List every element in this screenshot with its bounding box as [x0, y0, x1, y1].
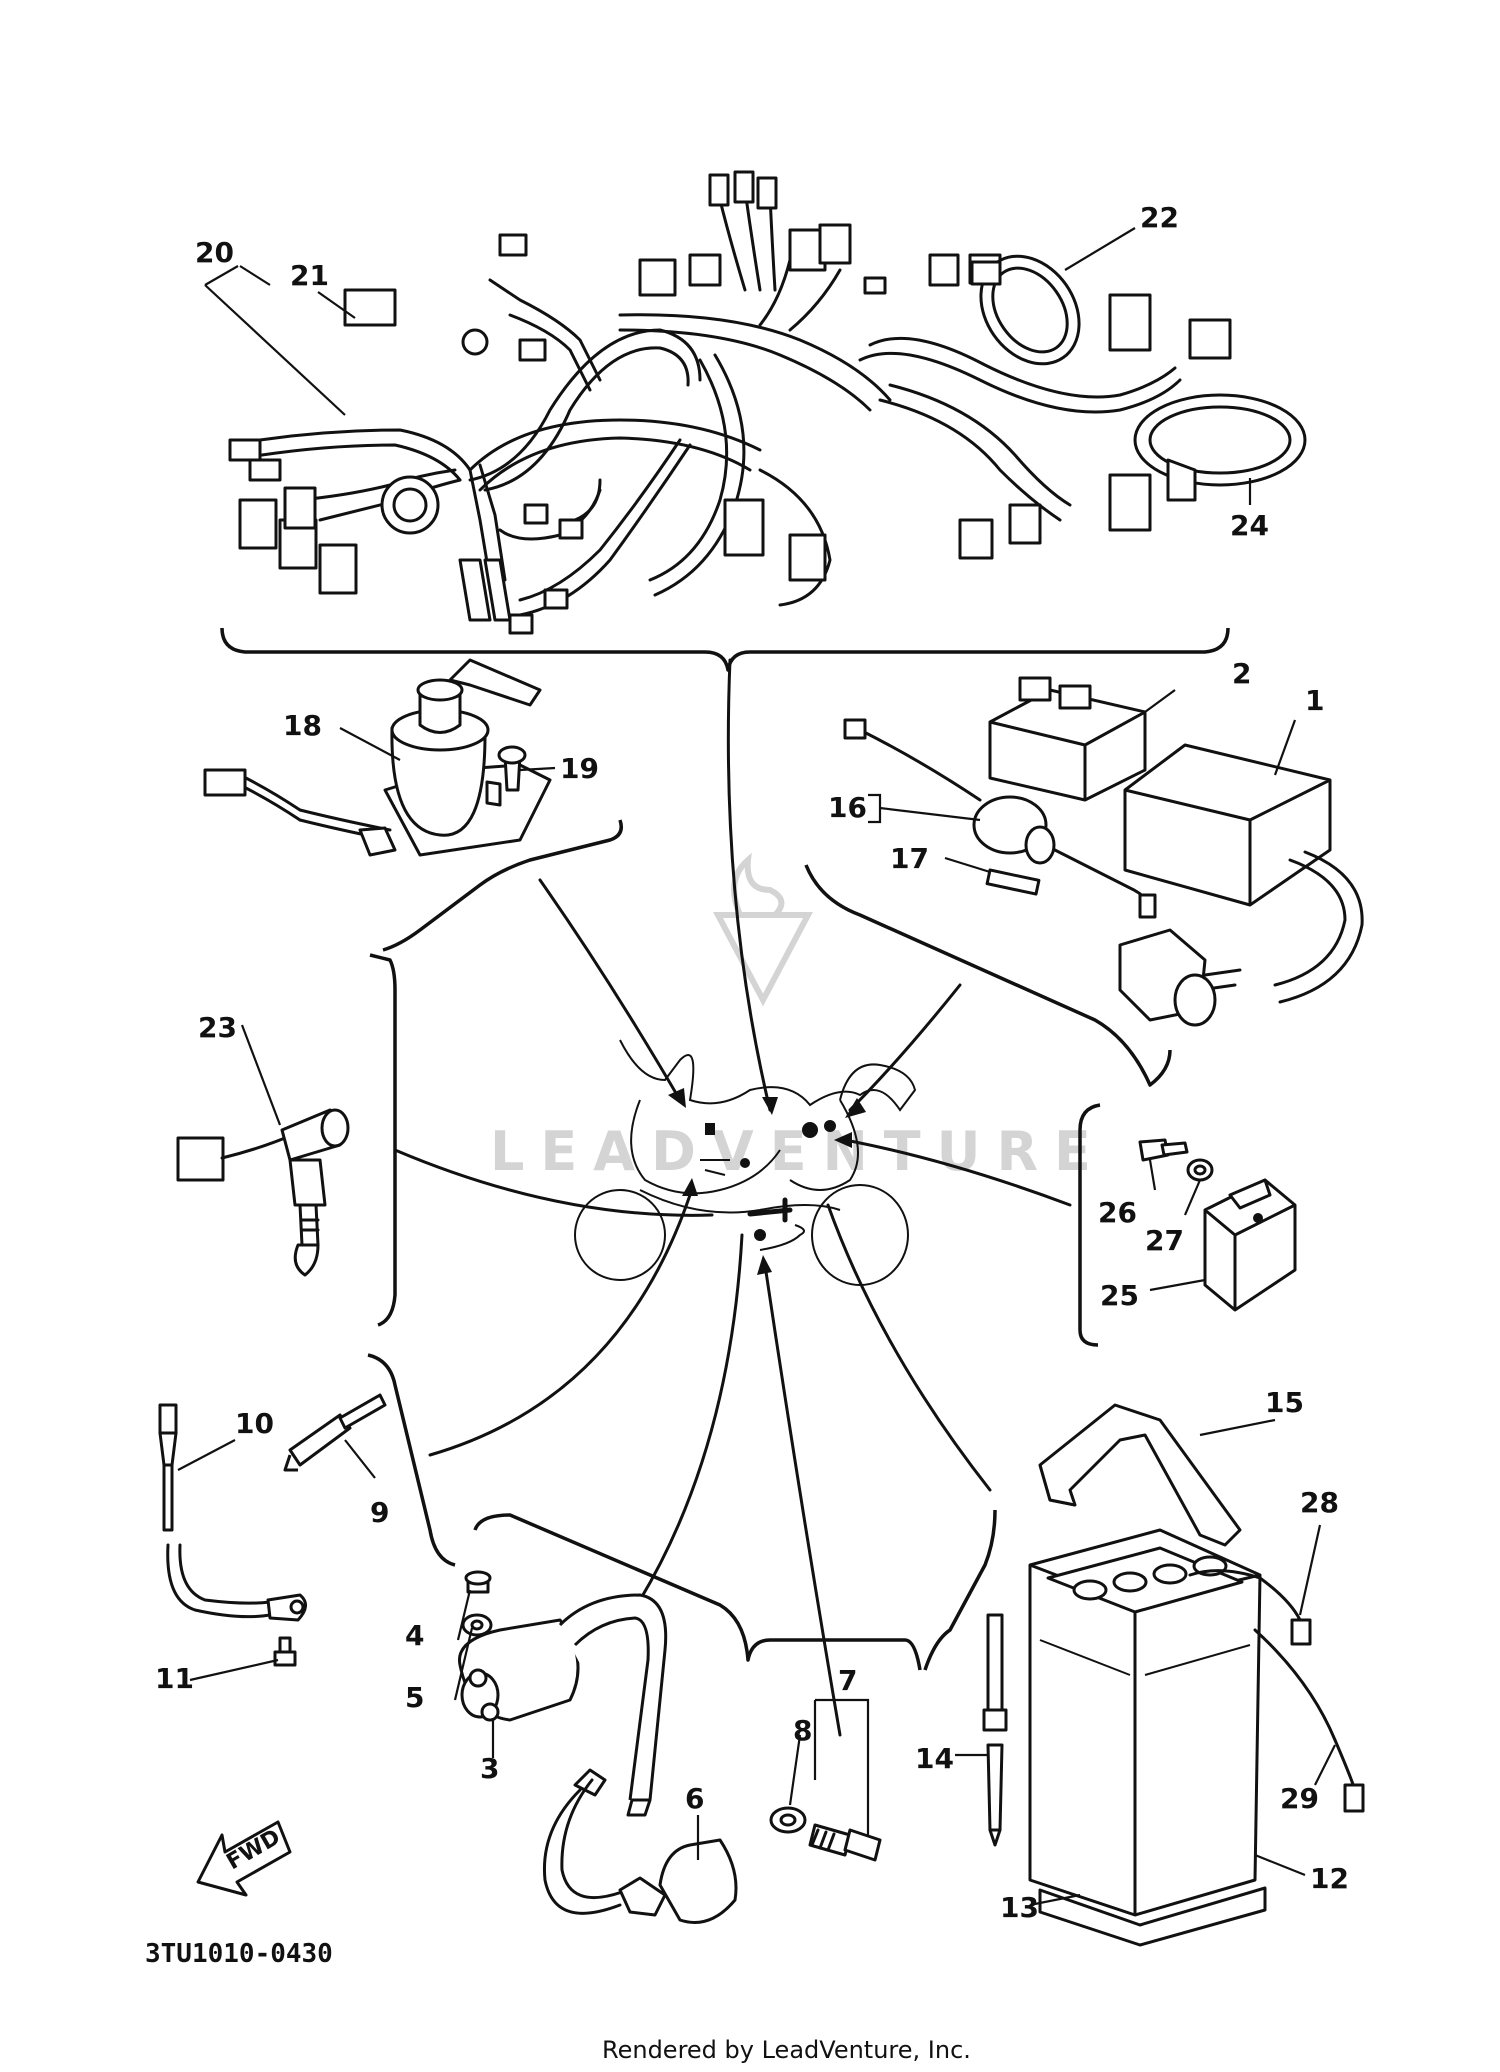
- callout-18: 18: [283, 709, 322, 742]
- pointer-lines: [393, 658, 1072, 1737]
- battery-brace: [923, 1509, 997, 1671]
- part-22-band: [970, 254, 1081, 366]
- callout-25: 25: [1100, 1279, 1139, 1312]
- part-5-washer: [461, 1613, 493, 1637]
- callout-23: 23: [198, 1011, 237, 1044]
- callout-19: 19: [560, 752, 599, 785]
- part-12-battery: [1028, 1528, 1262, 1917]
- callout-21: 21: [290, 259, 329, 292]
- part-7-bolt: [808, 1823, 882, 1862]
- part-4-bolt: [464, 1570, 492, 1594]
- callout-6: 6: [685, 1782, 704, 1815]
- callout-8: 8: [793, 1714, 812, 1747]
- fwd-arrow-icon: FWD: [196, 1820, 292, 1897]
- part-17-fuse: [985, 868, 1041, 896]
- callout-11: 11: [155, 1662, 194, 1695]
- watermark-text: LEADVENTURE: [490, 1120, 1107, 1183]
- part-26-bolt: [1138, 1138, 1189, 1162]
- callout-20: 20: [195, 236, 234, 269]
- wire-harness: [228, 170, 1232, 635]
- callout-4: 4: [405, 1619, 424, 1652]
- watermark: LEADVENTURE: [490, 852, 1107, 1183]
- callout-12: 12: [1310, 1862, 1349, 1895]
- part-24-clamp: [1133, 393, 1307, 502]
- callout-27: 27: [1145, 1224, 1184, 1257]
- part-13-tray: [1038, 1886, 1267, 1947]
- part-2-rectifier: [988, 676, 1147, 802]
- callout-24: 24: [1230, 509, 1269, 542]
- part-9-spark-plug: [283, 1393, 387, 1472]
- callout-29: 29: [1280, 1782, 1319, 1815]
- callout-2: 2: [1232, 657, 1251, 690]
- callout-numbers: 1 2 3 4 5 6 7 8 9 10 11 12 13 14 15 16 1…: [155, 201, 1349, 1924]
- callout-17: 17: [890, 842, 929, 875]
- harness-brace: [220, 627, 1230, 672]
- callout-5: 5: [405, 1681, 424, 1714]
- part-27-washer: [1186, 1158, 1214, 1182]
- render-credit: Rendered by LeadVenture, Inc.: [602, 2036, 971, 2064]
- callout-16: 16: [828, 791, 867, 824]
- callout-26: 26: [1098, 1196, 1137, 1229]
- callout-7: 7: [838, 1664, 857, 1697]
- part-1-cdi-unit: [1118, 743, 1364, 1027]
- callout-15: 15: [1265, 1386, 1304, 1419]
- right-brace-25: [1078, 1103, 1101, 1347]
- callout-9: 9: [370, 1496, 389, 1529]
- callout-1: 1: [1305, 684, 1324, 717]
- cdi-brace: [804, 864, 1172, 1087]
- callout-22: 22: [1140, 201, 1179, 234]
- callout-14: 14: [915, 1742, 954, 1775]
- leader-lines: [177, 227, 1336, 1907]
- part-3-ignition-coil: [458, 1593, 668, 1915]
- coil-brace: [473, 1513, 922, 1671]
- part-23-horn-switch: [176, 1108, 350, 1277]
- part-25-regulator: [1203, 1178, 1297, 1312]
- part-8-washer: [769, 1806, 807, 1834]
- callout-28: 28: [1300, 1486, 1339, 1519]
- part-28-lead: [1188, 1569, 1312, 1646]
- part-15-battery-band: [1038, 1403, 1242, 1547]
- part-10-lead: [158, 1403, 307, 1622]
- callout-3: 3: [480, 1752, 499, 1785]
- part-18-main-switch: [203, 658, 552, 857]
- part-14-breather-hose: [982, 1613, 1008, 1847]
- left-brace-9: [367, 1353, 456, 1567]
- diagram-code: 3TU1010-0430: [145, 1939, 333, 1969]
- left-brace-23: [369, 953, 397, 1327]
- switch-brace: [382, 819, 623, 952]
- part-6-plug-cap: [618, 1838, 738, 1924]
- part-16-fuse-holder: [843, 718, 1157, 919]
- callout-10: 10: [235, 1407, 274, 1440]
- part-29-lead: [1253, 1628, 1365, 1813]
- callout-13: 13: [1000, 1891, 1039, 1924]
